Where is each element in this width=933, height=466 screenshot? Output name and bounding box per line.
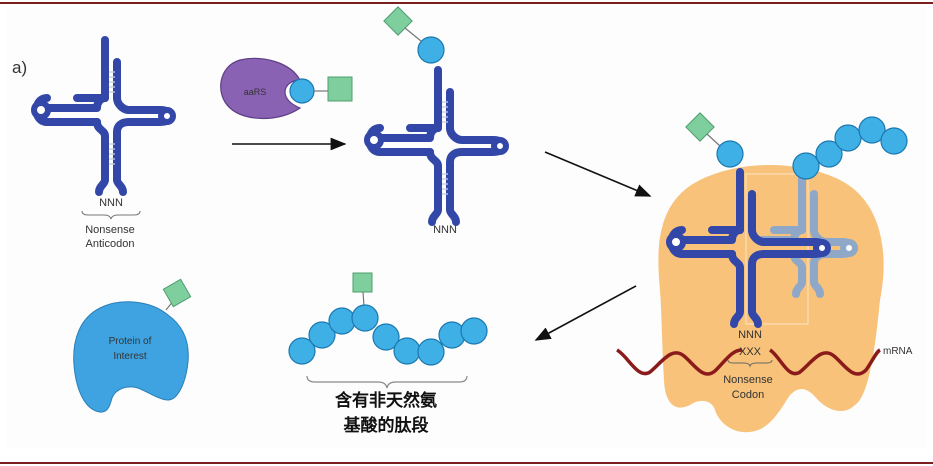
mrna-strand-right — [768, 348, 882, 376]
anticodon-label-3: NNN — [738, 329, 762, 341]
anticodon-label-1: NNN — [99, 197, 123, 209]
peptide-brace — [306, 375, 468, 389]
codon-label: XXX — [739, 346, 762, 358]
frame-bottom-border — [0, 462, 933, 464]
aars-enzyme: aaRS — [220, 57, 353, 119]
anticodon-brace-1 — [81, 210, 141, 220]
caption-anticodon-1: Anticodon — [86, 238, 135, 250]
caption-codon: Codon — [732, 389, 764, 401]
trna-uncharged — [31, 36, 176, 196]
peptide-chain — [288, 272, 488, 366]
anticodon-label-2: NNN — [433, 224, 457, 236]
frame-top-border — [0, 2, 933, 4]
caption-nonsense-codon: Nonsense — [723, 374, 773, 386]
protein-label-line2: Interest — [113, 351, 147, 362]
mrna-strand-left — [615, 348, 743, 376]
ribosome — [658, 112, 908, 433]
codon-brace — [727, 359, 773, 368]
protein-of-interest: Protein of Interest — [73, 278, 192, 413]
peptide-caption-line2: 基酸的肽段 — [343, 415, 429, 436]
amino-acid-bead — [289, 78, 315, 104]
arrow-to-peptide — [534, 285, 637, 341]
trna-charged — [364, 6, 509, 226]
mrna-label: mRNA — [883, 346, 913, 357]
panel-label: a) — [12, 58, 27, 77]
aars-label: aaRS — [244, 87, 267, 97]
peptide-caption-line1: 含有非天然氨 — [335, 390, 437, 411]
protein-label-line1: Protein of — [109, 336, 152, 347]
arrow-to-ribosome — [544, 151, 652, 197]
caption-nonsense-1: Nonsense — [85, 224, 135, 236]
unnatural-amino-acid — [327, 76, 353, 102]
